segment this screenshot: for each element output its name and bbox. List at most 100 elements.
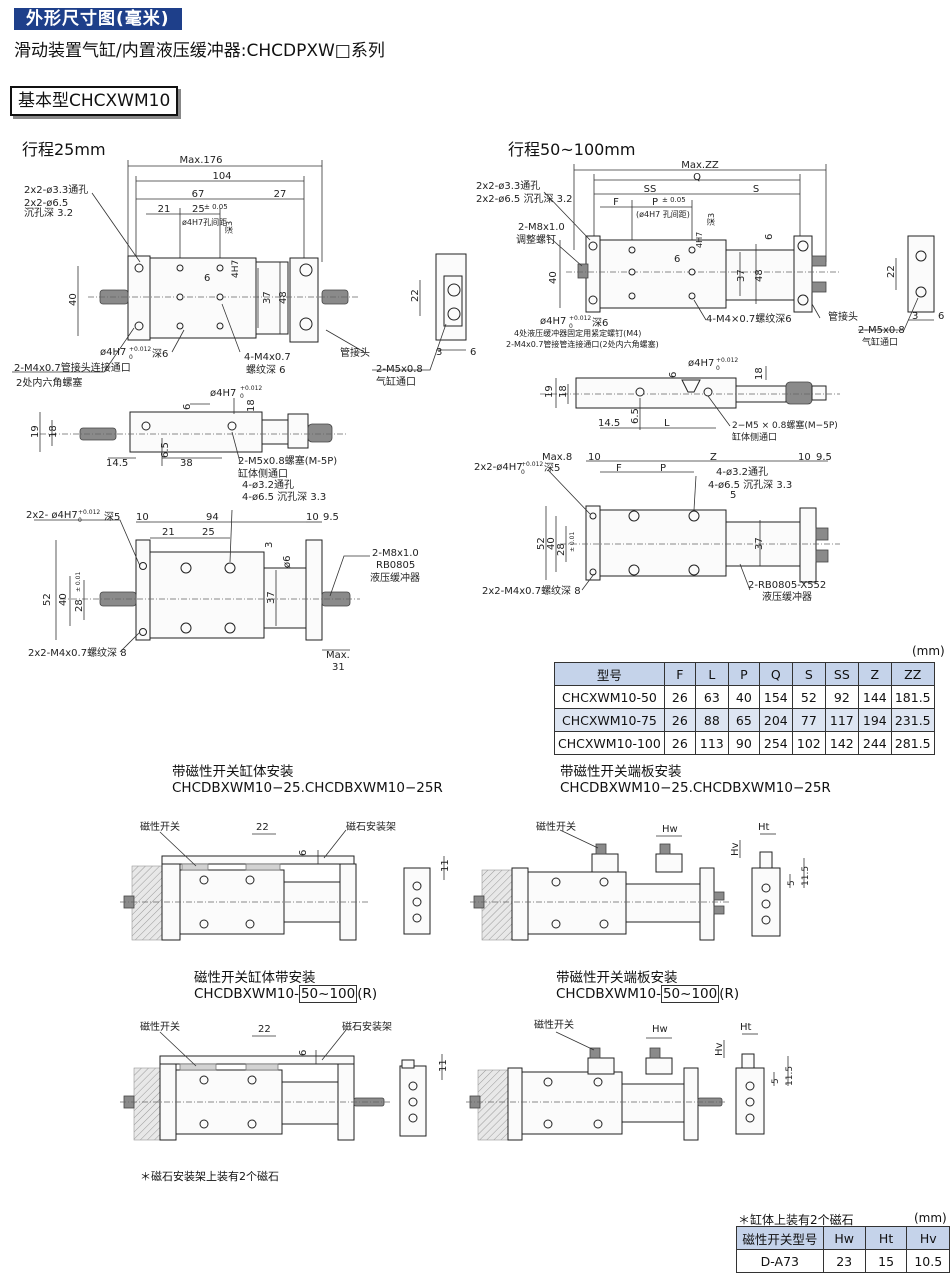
svg-text:管接头: 管接头 bbox=[340, 346, 370, 359]
svg-text:37: 37 bbox=[736, 269, 747, 282]
svg-text:Max.ZZ: Max.ZZ bbox=[681, 160, 719, 171]
svg-text:RB0805: RB0805 bbox=[376, 560, 415, 571]
svg-text:52: 52 bbox=[42, 593, 53, 606]
cell: 23 bbox=[822, 1249, 866, 1273]
svg-text:Hv: Hv bbox=[714, 1042, 725, 1056]
svg-text:0: 0 bbox=[716, 365, 720, 372]
svg-text:10: 10 bbox=[306, 512, 319, 523]
switch-table-header: 磁性开关型号 Hw Ht Hv bbox=[736, 1226, 950, 1250]
svg-text:P: P bbox=[652, 197, 658, 208]
cell: 254 bbox=[758, 731, 793, 755]
svg-text:11: 11 bbox=[440, 859, 451, 872]
svg-text:5: 5 bbox=[771, 1078, 781, 1084]
svg-text:Ht: Ht bbox=[740, 1022, 752, 1033]
svg-text:48: 48 bbox=[754, 269, 765, 282]
svg-text:2-M4x0.7管接管连接通口(2处内六角螺塞): 2-M4x0.7管接管连接通口(2处内六角螺塞) bbox=[506, 339, 659, 349]
cell: 92 bbox=[824, 685, 859, 709]
cell: CHCXWM10-75 bbox=[554, 708, 665, 732]
svg-text:67: 67 bbox=[192, 189, 205, 200]
svg-text:6.5: 6.5 bbox=[160, 442, 171, 458]
model-prefix: CHCDBXWM10- bbox=[556, 986, 661, 1002]
svg-text:48: 48 bbox=[278, 291, 289, 304]
col-s: S bbox=[791, 662, 826, 686]
svg-text:28: 28 bbox=[556, 543, 567, 556]
svg-text:2-M8x1.0: 2-M8x1.0 bbox=[518, 222, 565, 233]
install-c-model: CHCDBXWM10-50~100(R) bbox=[194, 985, 378, 1003]
s25-top-max: Max.176 bbox=[180, 155, 223, 166]
svg-text:11.5: 11.5 bbox=[801, 866, 811, 886]
stroke50-side-view bbox=[540, 366, 840, 430]
svg-text:4H7: 4H7 bbox=[695, 232, 704, 248]
svg-text:6: 6 bbox=[674, 254, 680, 265]
svg-text:18: 18 bbox=[558, 385, 569, 398]
install-b-title: 带磁性开关端板安装 CHCDBXWM10−25.CHCDBXWM10−25R bbox=[560, 764, 831, 796]
svg-text:0: 0 bbox=[240, 393, 244, 400]
svg-text:2-M5x0.8: 2-M5x0.8 bbox=[376, 364, 423, 375]
cell: 63 bbox=[694, 685, 729, 709]
svg-text:气缸通口: 气缸通口 bbox=[376, 375, 416, 388]
svg-text:6: 6 bbox=[298, 850, 309, 856]
svg-text:S: S bbox=[753, 184, 759, 195]
svg-text:磁性开关: 磁性开关 bbox=[534, 1018, 574, 1031]
svg-text:4-ø6.5 沉孔深 3.3: 4-ø6.5 沉孔深 3.3 bbox=[708, 478, 792, 491]
svg-text:27: 27 bbox=[274, 189, 287, 200]
svg-text:磁性开关: 磁性开关 bbox=[536, 820, 576, 833]
col-ss: SS bbox=[824, 662, 859, 686]
col-hv: Hv bbox=[906, 1226, 950, 1250]
svg-text:4-M4x0.7: 4-M4x0.7 bbox=[244, 352, 291, 363]
model-suffix: (R) bbox=[357, 986, 378, 1002]
svg-text:(ø4H7 孔间距): (ø4H7 孔间距) bbox=[636, 210, 690, 219]
table-row: D-A73 23 15 10.5 bbox=[736, 1249, 950, 1273]
svg-text:0: 0 bbox=[521, 469, 525, 476]
spec-table: 型号 F L P Q S SS Z ZZ CHCXWM10-50 26 63 4… bbox=[554, 662, 935, 755]
svg-text:2-M5x0.8: 2-M5x0.8 bbox=[858, 325, 905, 336]
install-c-heading: 磁性开关缸体带安装 bbox=[194, 970, 316, 986]
col-hw: Hw bbox=[822, 1226, 866, 1250]
svg-text:Hw: Hw bbox=[662, 824, 678, 835]
svg-text:ø4H7: ø4H7 bbox=[688, 358, 714, 369]
cell: 244 bbox=[857, 731, 892, 755]
stroke50-front-view bbox=[545, 460, 840, 591]
svg-text:11.5: 11.5 bbox=[785, 1066, 795, 1086]
cell: 113 bbox=[694, 731, 729, 755]
svg-text:6: 6 bbox=[182, 404, 193, 410]
svg-text:40: 40 bbox=[548, 271, 559, 284]
cell: 52 bbox=[791, 685, 826, 709]
svg-text:深6: 深6 bbox=[592, 317, 608, 329]
svg-text:3: 3 bbox=[264, 542, 275, 548]
table-row: CHCXWM10-100 26 113 90 254 102 142 244 2… bbox=[554, 731, 935, 755]
svg-text:104: 104 bbox=[212, 171, 231, 182]
svg-text:19: 19 bbox=[544, 385, 555, 398]
install-d-title: 带磁性开关端板安装 CHCDBXWM10-50~100(R) bbox=[556, 970, 739, 1003]
cell: 181.5 bbox=[890, 685, 935, 709]
svg-text:沉孔深 3.2: 沉孔深 3.2 bbox=[24, 206, 73, 219]
svg-text:深5: 深5 bbox=[544, 462, 560, 474]
section-title: 基本型CHCXWM10 bbox=[10, 86, 179, 116]
svg-text:ø4H7孔间距: ø4H7孔间距 bbox=[182, 218, 227, 227]
svg-text:F: F bbox=[616, 463, 622, 474]
svg-text:Q: Q bbox=[693, 172, 701, 183]
svg-text:气缸通口: 气缸通口 bbox=[862, 336, 898, 348]
install-d-model: CHCDBXWM10-50~100(R) bbox=[556, 985, 739, 1003]
svg-text:4H7: 4H7 bbox=[231, 260, 241, 278]
svg-text:0: 0 bbox=[569, 323, 573, 330]
install-a-model: CHCDBXWM10−25.CHCDBXWM10−25R bbox=[172, 780, 443, 796]
svg-text:25: 25 bbox=[202, 527, 215, 538]
svg-text:+0.012: +0.012 bbox=[569, 315, 591, 322]
svg-text:深5: 深5 bbox=[104, 511, 120, 523]
page-header-badge: 外形尺寸图(毫米) bbox=[14, 8, 182, 30]
stroke50-title: 行程50~100mm bbox=[508, 140, 636, 159]
svg-text:2x2- ø4H7: 2x2- ø4H7 bbox=[26, 510, 78, 521]
cell: D-A73 bbox=[736, 1249, 824, 1273]
cell: 281.5 bbox=[890, 731, 935, 755]
cell: 154 bbox=[758, 685, 793, 709]
svg-text:深3: 深3 bbox=[225, 221, 234, 234]
svg-text:深6: 深6 bbox=[152, 348, 168, 360]
svg-text:2x2-ø3.3通孔: 2x2-ø3.3通孔 bbox=[24, 184, 88, 196]
spec-table-unit: (mm) bbox=[912, 644, 945, 658]
svg-text:2x2-ø3.3通孔: 2x2-ø3.3通孔 bbox=[476, 180, 540, 192]
svg-text:2x2-M4x0.7螺纹深 8: 2x2-M4x0.7螺纹深 8 bbox=[28, 646, 127, 659]
svg-text:2−M5 × 0.8螺塞(M−5P): 2−M5 × 0.8螺塞(M−5P) bbox=[732, 419, 838, 431]
svg-text:4-ø3.2通孔: 4-ø3.2通孔 bbox=[716, 466, 768, 478]
svg-text:10: 10 bbox=[798, 452, 811, 463]
